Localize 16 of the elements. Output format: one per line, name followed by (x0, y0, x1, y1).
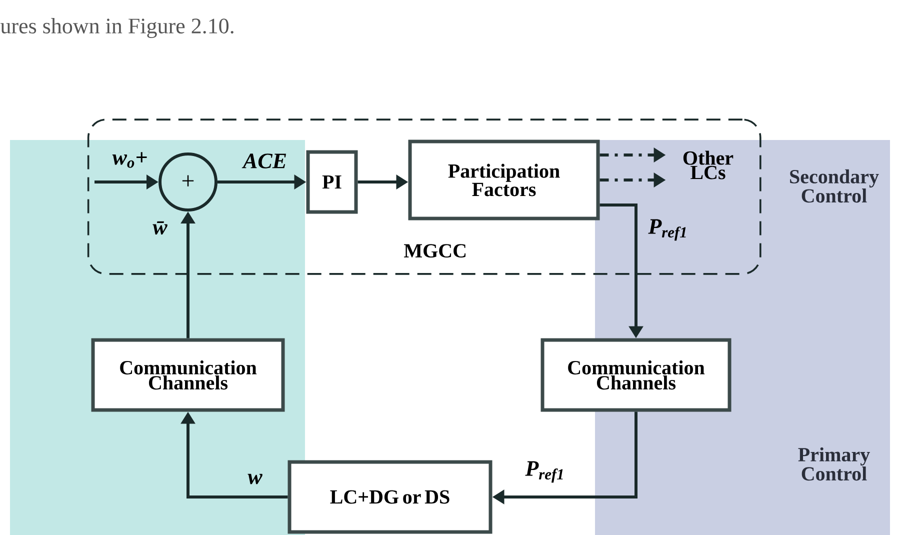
section-label: Secondary Control (790, 169, 879, 203)
summing-junction: + (158, 152, 218, 212)
section-label: Primary Control (798, 447, 870, 481)
process-box: Participation Factors (408, 140, 600, 220)
process-box: PI (306, 150, 358, 214)
process-box: Communication Channels (91, 338, 285, 412)
edge-label: w̄ (152, 221, 168, 235)
edge-label: ACE (242, 154, 286, 168)
caption-text: ures shown in Figure 2.10. (0, 18, 234, 38)
process-box: Communication Channels (540, 338, 732, 412)
process-box: LC+DG or DS (288, 460, 492, 534)
edge-label: P$_{ref1}$ (525, 461, 563, 483)
node-text: Other LCs (683, 150, 734, 180)
edge-label: w (248, 474, 262, 484)
edge-label: w$_{o}$+ (112, 152, 147, 168)
edge-label: P$_{ref1}$ (648, 219, 686, 241)
